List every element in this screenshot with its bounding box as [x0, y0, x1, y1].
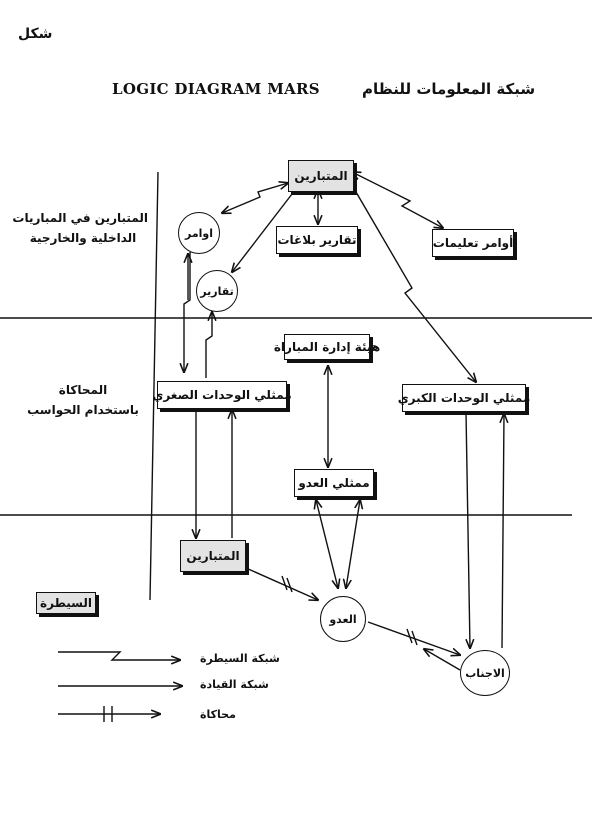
node-foreigners: الاجناب [460, 650, 510, 696]
node-small-units: ممثلي الوحدات الصغري [152, 381, 292, 409]
title-arabic: شبكة المعلومات للنظام [362, 80, 536, 98]
legend-control-symbol [58, 651, 180, 660]
edge-enemy-reps-enemy-right [346, 500, 360, 588]
zone-label-simulation-line2: باستخدام الحواسب [27, 403, 139, 417]
node-large-units: ممثلي الوحدات الكبري [398, 384, 530, 412]
node-enemy: العدو [320, 596, 366, 642]
edge-players-large-units [355, 191, 476, 382]
node-reports-box: تقارير بلاغات [276, 226, 358, 254]
zone-label-contestants-line2: الداخلية والخارجية [29, 231, 137, 245]
edge-players-instructions [352, 172, 443, 228]
node-bottom-players: المتبارين [180, 540, 246, 572]
edge-large-units-foreigners [466, 411, 470, 648]
node-enemy-reps: ممثلي العدو [294, 469, 374, 497]
zone-vertical-divider [149, 171, 159, 601]
zone-label-control: السيطرة [36, 592, 96, 614]
sim-tick-2a [406, 628, 413, 644]
legend-control-net: شبكة السيطرة [200, 652, 280, 665]
title-english: LOGIC DIAGRAM MARS [112, 80, 320, 98]
zone-label-simulation-line1: المحاكاة [58, 383, 108, 397]
zone-label-simulation: المحاكاة باستخدام الحواسب [18, 380, 148, 420]
edge-foreigners-enemy [424, 649, 461, 671]
node-top-players: المتبارين [288, 160, 354, 192]
legend-simulation: محاكاة [200, 708, 236, 721]
zone-label-contestants-line1: المتبارين في المباريات [12, 211, 148, 225]
edge-small-units-reports [205, 312, 212, 378]
edge-players-orders [222, 183, 288, 213]
sim-tick-1b [286, 577, 293, 593]
edge-orders-small-units [184, 252, 191, 372]
legend-command-net: شبكة القيادة [200, 678, 269, 691]
corner-label: شكل [18, 26, 53, 42]
node-orders: اوامر [178, 212, 220, 254]
sim-tick-1a [281, 575, 288, 591]
zone-label-contestants: المتبارين في المباريات الداخلية والخارجي… [12, 208, 148, 248]
node-reports-circle: تقارير [196, 270, 238, 312]
node-instructions: أوامر تعليمات [432, 229, 514, 257]
edge-enemy-reps-enemy-left [316, 500, 338, 588]
edge-foreigners-large-units [502, 414, 504, 649]
edge-bottom-players-enemy [245, 567, 318, 600]
edge-players-reports-circle [232, 193, 293, 272]
sim-tick-2b [411, 630, 418, 646]
node-match-board: هيئة إدارة المباراة [274, 334, 380, 360]
